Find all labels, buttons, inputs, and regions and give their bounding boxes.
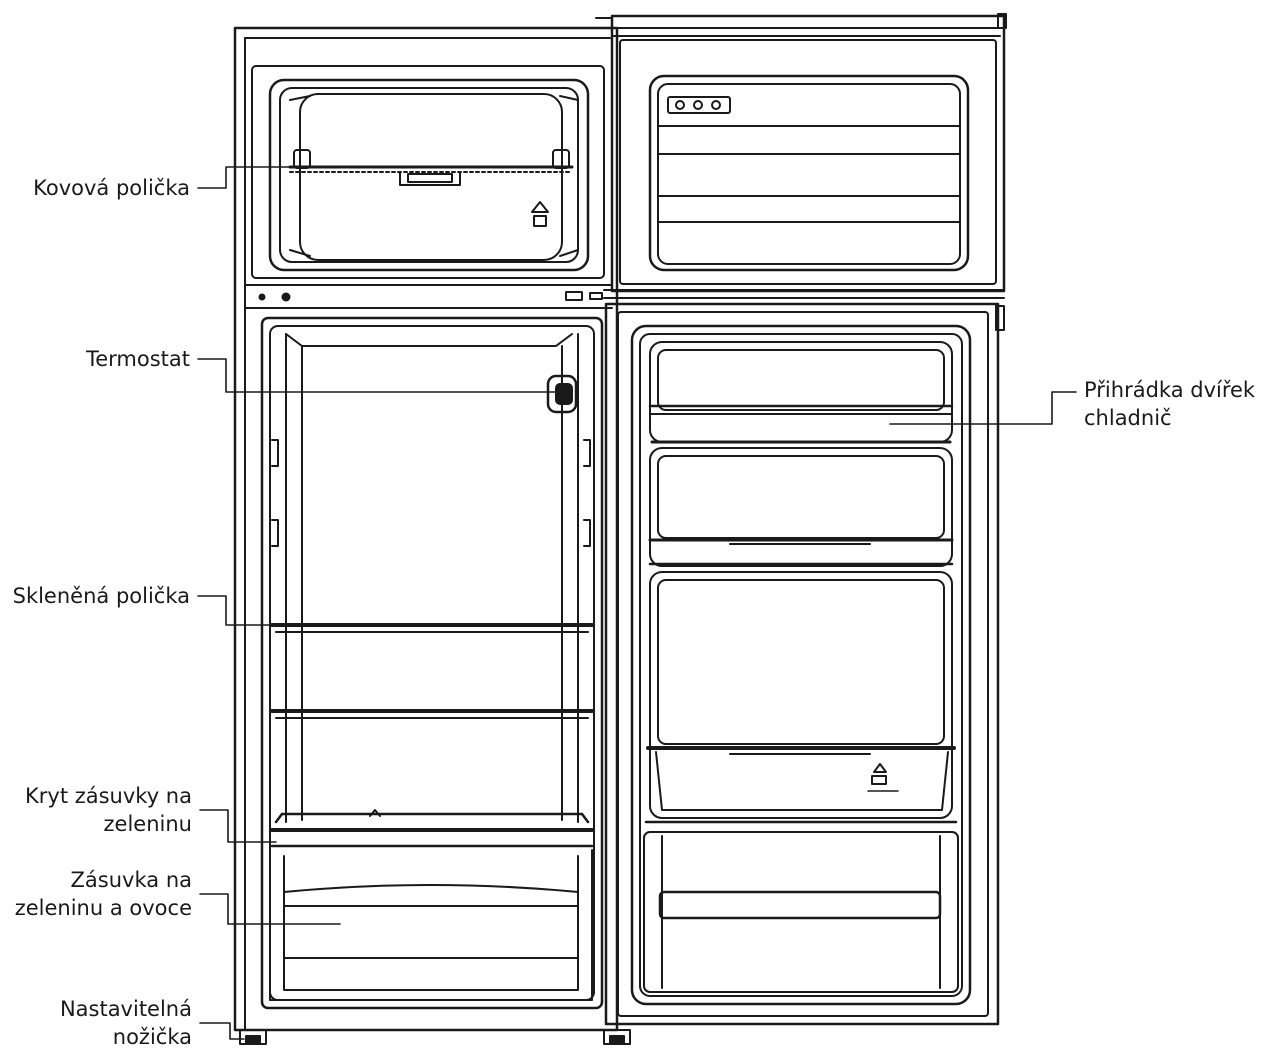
adjustable-feet: [239, 1029, 631, 1045]
label-crisper-cover-line1: Kryt zásuvky na: [24, 784, 192, 808]
label-crisper-drawer-line2: zeleninu a ovoce: [14, 896, 192, 920]
label-adjustable-foot-line2: nožička: [112, 1025, 192, 1049]
cabinet-body: [233, 26, 619, 1032]
label-crisper-cover-line2: zeleninu: [103, 812, 192, 836]
label-door-bin-line1: Přihrádka dvířek: [1084, 378, 1256, 402]
label-metal-shelf: Kovová polička: [33, 176, 190, 200]
leader-crisper-drawer: [199, 893, 341, 925]
label-glass-shelf: Skleněná polička: [12, 584, 190, 608]
fridge-door: [604, 302, 1005, 1026]
label-adjustable-foot-line1: Nastavitelná: [59, 997, 192, 1021]
label-door-bin-line2: chladnič: [1084, 406, 1172, 430]
leader-door-bin: [889, 391, 1077, 425]
leader-glass-shelf: [197, 595, 279, 626]
label-crisper-drawer-line1: Zásuvka na: [70, 868, 192, 892]
leader-lines: [197, 166, 1077, 1040]
label-adjustable-foot: Nastavitelná nožička: [60, 995, 192, 1051]
label-crisper-cover: Kryt zásuvky na zeleninu: [25, 782, 192, 838]
leader-metal-shelf: [197, 166, 297, 189]
label-door-bin: Přihrádka dvířek chladnič: [1084, 376, 1255, 432]
freezer-compartment: [251, 65, 605, 279]
leader-adjustable-foot: [199, 1022, 245, 1040]
label-crisper-drawer: Zásuvka na zeleninu a ovoce: [15, 866, 192, 922]
freezer-door: [595, 13, 1007, 299]
leader-crisper-cover: [199, 809, 277, 843]
fridge-compartment: [260, 316, 604, 1010]
leader-thermostat: [197, 358, 557, 393]
label-thermostat: Termostat: [85, 347, 190, 371]
